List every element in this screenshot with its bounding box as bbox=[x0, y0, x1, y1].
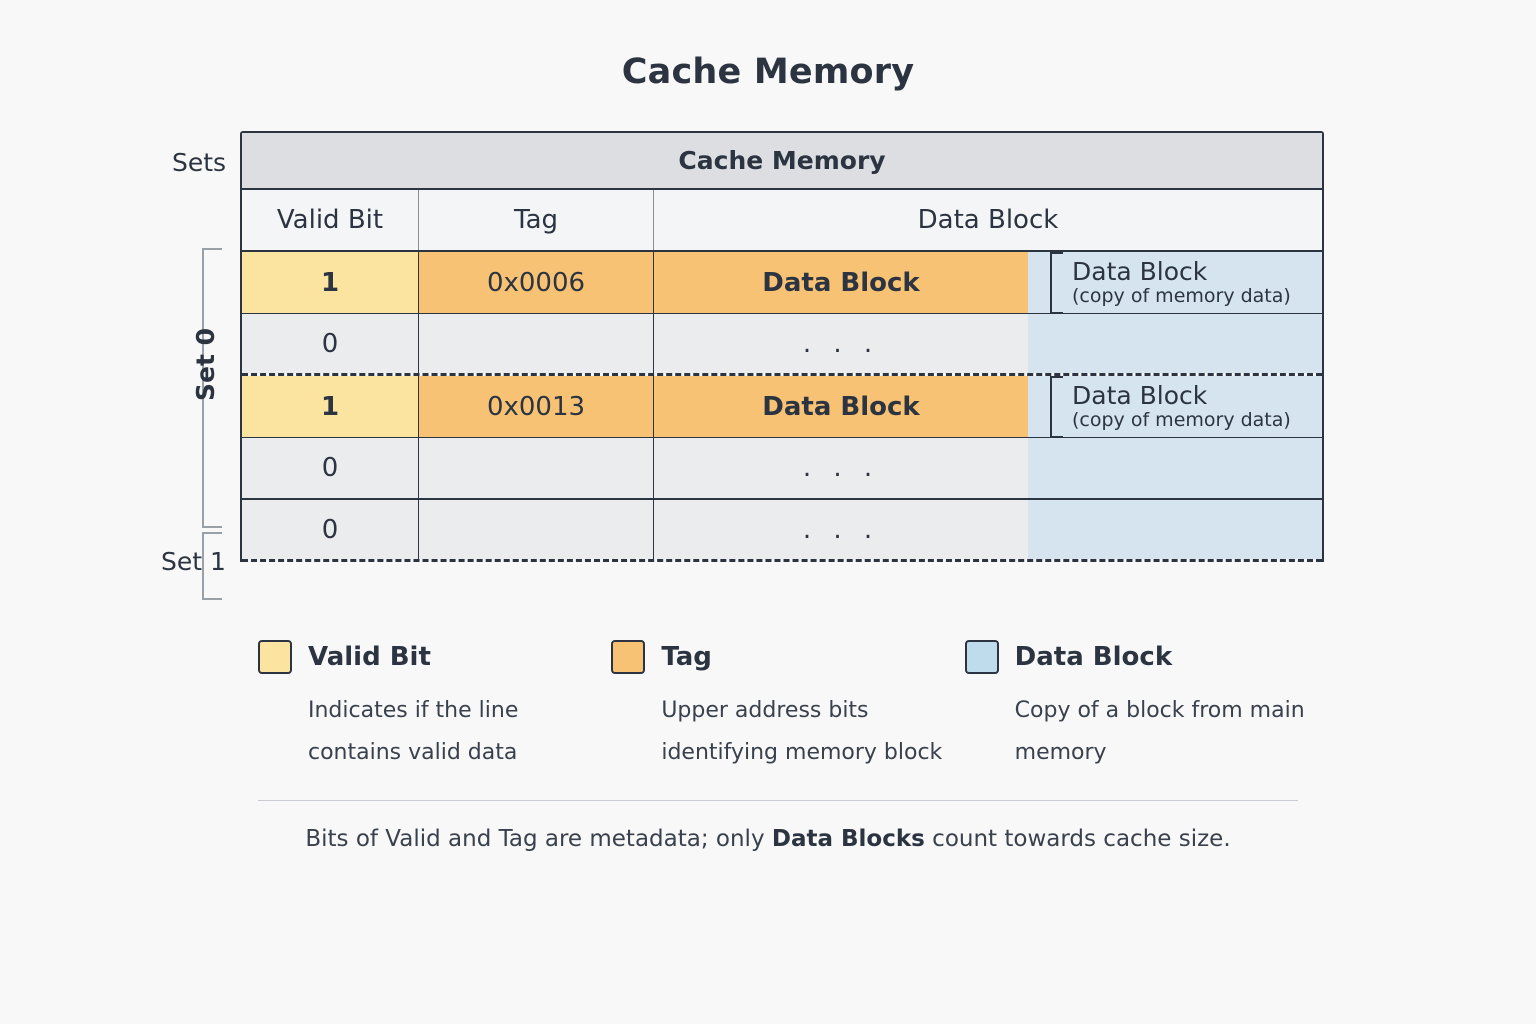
block-annotation-main: Data Block bbox=[1072, 380, 1208, 410]
data-block-cell: . . . bbox=[653, 438, 1028, 498]
sets-axis-label: Sets bbox=[172, 148, 227, 177]
tag-cell bbox=[418, 500, 653, 559]
block-annotation-sub: (copy of memory data) bbox=[1072, 408, 1291, 431]
data-block-annotation-area bbox=[1028, 314, 1322, 373]
block-annotation-text: Data Block (copy of memory data) bbox=[1072, 256, 1291, 307]
valid-bit-cell: 0 bbox=[242, 438, 418, 498]
tag-cell: 0x0006 bbox=[418, 252, 653, 313]
legend-item-data-block: Data Block Copy of a block from main mem… bbox=[964, 638, 1318, 774]
legend-head: Data Block bbox=[964, 638, 1318, 676]
block-annotation: Data Block (copy of memory data) bbox=[1028, 375, 1322, 438]
set-1-bracket bbox=[202, 532, 222, 600]
footer-note: Bits of Valid and Tag are metadata; only… bbox=[0, 826, 1536, 852]
legend-title: Data Block bbox=[1014, 642, 1173, 672]
valid-bit-cell: 1 bbox=[242, 376, 418, 437]
bracket-icon bbox=[1050, 251, 1063, 314]
data-block-annotation-area: Data Block (copy of memory data) bbox=[1028, 375, 1322, 438]
data-block-annotation-area bbox=[1028, 500, 1322, 559]
data-block-cell: Data Block bbox=[653, 252, 1028, 313]
data-block-annotation-area bbox=[1028, 438, 1322, 498]
data-block-cell: Data Block bbox=[653, 376, 1028, 437]
block-annotation-text: Data Block (copy of memory data) bbox=[1072, 380, 1291, 431]
legend: Valid Bit Indicates if the line contains… bbox=[258, 638, 1318, 774]
footer-note-emphasis: Data Blocks bbox=[771, 826, 925, 852]
legend-swatch-icon bbox=[611, 640, 646, 674]
legend-description: Upper address bits identifying memory bl… bbox=[661, 698, 943, 765]
tag-cell bbox=[418, 314, 653, 373]
legend-head: Valid Bit bbox=[258, 638, 611, 676]
bracket-icon bbox=[1050, 375, 1063, 438]
tag-cell: 0x0013 bbox=[418, 376, 653, 437]
legend-item-tag: Tag Upper address bits identifying memor… bbox=[611, 638, 964, 774]
valid-bit-cell: 0 bbox=[242, 500, 418, 559]
page-title: Cache Memory bbox=[621, 52, 915, 92]
valid-bit-cell: 1 bbox=[242, 252, 418, 313]
data-block-cell: . . . bbox=[653, 314, 1028, 373]
tag-cell bbox=[418, 438, 653, 498]
footer-note-prefix: Bits of Valid and Tag are metadata; only bbox=[305, 826, 772, 852]
legend-description: Copy of a block from main memory bbox=[1014, 698, 1305, 765]
column-header-tag: Tag bbox=[418, 190, 653, 250]
legend-title: Valid Bit bbox=[308, 642, 431, 672]
footer-note-suffix: count towards cache size. bbox=[924, 826, 1231, 852]
cache-line-set1-line0[interactable]: 0 . . . bbox=[242, 500, 1322, 562]
legend-item-valid-bit: Valid Bit Indicates if the line contains… bbox=[258, 638, 611, 774]
legend-head: Tag bbox=[611, 638, 964, 676]
column-header-data-block: Data Block bbox=[653, 190, 1322, 250]
set-0-bracket bbox=[202, 248, 222, 528]
cache-line-set0-line0[interactable]: 1 0x0006 Data Block Data Block (copy of … bbox=[242, 251, 1322, 314]
legend-title: Tag bbox=[661, 642, 712, 672]
column-header-row: Valid Bit Tag Data Block bbox=[242, 190, 1322, 252]
set-1-label: Set 1 bbox=[161, 547, 226, 576]
footer-divider bbox=[258, 800, 1298, 801]
table-banner: Cache Memory bbox=[242, 133, 1322, 190]
cache-line-set0-line2[interactable]: 1 0x0013 Data Block Data Block (copy of … bbox=[242, 375, 1322, 438]
cache-line-set0-line3[interactable]: 0 . . . bbox=[242, 438, 1322, 500]
legend-swatch-icon bbox=[258, 640, 292, 674]
column-header-valid-bit: Valid Bit bbox=[276, 205, 384, 235]
valid-bit-cell: 0 bbox=[242, 314, 418, 373]
cache-line-set0-line1[interactable]: 0 . . . bbox=[242, 314, 1322, 376]
set-0-label: Set 0 bbox=[191, 327, 221, 402]
legend-swatch-icon bbox=[964, 640, 999, 674]
data-block-cell: . . . bbox=[653, 500, 1028, 559]
legend-description: Indicates if the line contains valid dat… bbox=[308, 698, 519, 765]
block-annotation-sub: (copy of memory data) bbox=[1072, 284, 1291, 307]
cache-memory-table: Cache Memory Valid Bit Tag Data Block 1 … bbox=[240, 131, 1324, 562]
block-annotation: Data Block (copy of memory data) bbox=[1028, 251, 1322, 314]
block-annotation-main: Data Block bbox=[1072, 256, 1208, 286]
data-block-annotation-area: Data Block (copy of memory data) bbox=[1028, 251, 1322, 314]
